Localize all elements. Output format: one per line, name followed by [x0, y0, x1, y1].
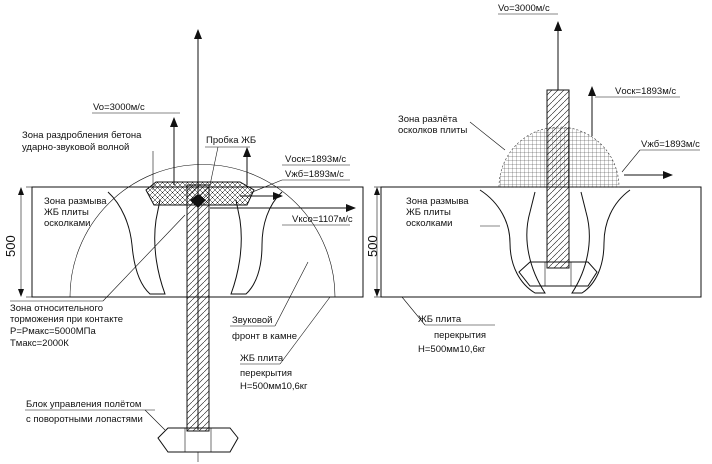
left-v0-label: Vo=3000м/с: [93, 102, 145, 113]
right-scatter-label-1: Зона разлёта: [398, 114, 458, 125]
left-decel-label-4: Tмакс=2000К: [10, 338, 69, 349]
right-panel: 500 Vo=3000м/с Vоск=1893м/с Зона разлёта…: [365, 3, 702, 355]
right-v0-label: Vo=3000м/с: [498, 3, 550, 14]
right-scatter-label-2: осколков плиты: [398, 125, 467, 136]
left-panel: 500 Vo=3000м/с Зона раздробления бетона …: [3, 29, 364, 462]
left-vkso-label: Vксо=1107м/с: [292, 214, 353, 225]
left-thickness-label: 500: [3, 235, 18, 257]
left-sound-front: [69, 164, 336, 298]
right-erosion-label-2: ЖБ плиты: [406, 207, 451, 218]
left-erosion-label-1: Зона размыва: [44, 196, 107, 207]
left-erosion-label-3: осколками: [44, 218, 90, 229]
left-slab-label-1: ЖБ плита: [240, 353, 284, 364]
right-slab-label-1: ЖБ плита: [418, 314, 462, 325]
left-slab-label-3: H=500мм10,6кг: [240, 381, 308, 392]
left-decel-label-2: торможения при контакте: [10, 314, 123, 325]
left-erosion-curve-right: [230, 191, 283, 295]
left-crushing-label-2: ударно-звуковой волной: [22, 142, 129, 153]
right-slab-label-3: H=500мм10,6кг: [418, 344, 486, 355]
right-vosk-label: Vоск=1893м/с: [615, 86, 676, 97]
right-control-unit: [518, 261, 598, 287]
right-vzhb-label: Vжб=1893м/с: [641, 139, 700, 150]
left-decel-label-3: P=Pмакс=5000МПа: [10, 326, 96, 337]
left-control-unit: [157, 427, 239, 453]
left-sound-label-1: Звуковой: [232, 315, 272, 326]
right-thickness-label: 500: [365, 235, 380, 257]
left-vosk-label: Vоск=1893м/с: [285, 154, 346, 165]
right-erosion-label-3: осколками: [406, 218, 452, 229]
left-sound-label-2: фронт в камне: [232, 331, 297, 342]
left-decel-label-1: Зона относительного: [10, 303, 103, 314]
left-plug-label: Пробка ЖБ: [206, 135, 256, 146]
right-slab-label-2: перекрытия: [434, 330, 486, 341]
left-erosion-curve-left: [107, 191, 166, 295]
left-vzhb-label: Vжб=1893м/с: [285, 169, 344, 180]
right-erosion-label-1: Зона размыва: [406, 196, 469, 207]
right-erosion-curve-right: [571, 189, 631, 294]
left-slab-label-2: перекрытия: [240, 368, 292, 379]
left-crushing-label-1: Зона раздробления бетона: [22, 130, 142, 141]
left-unit-label-2: с поворотными лопастями: [26, 414, 143, 425]
left-unit-label-1: Блок управления полётом: [26, 399, 141, 410]
right-projectile: [546, 89, 570, 269]
left-erosion-label-2: ЖБ плиты: [44, 207, 89, 218]
right-erosion-curve-left: [479, 189, 546, 294]
